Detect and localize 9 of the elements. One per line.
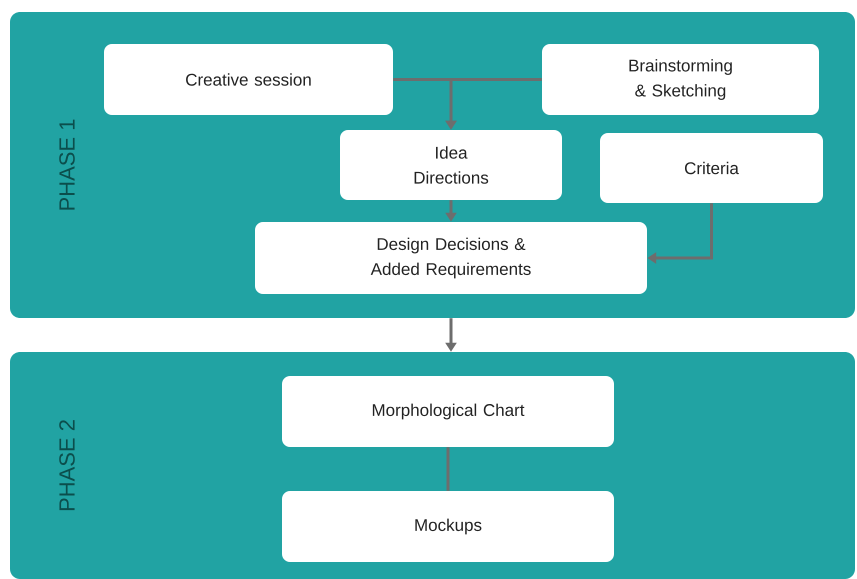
phase-label: PHASE 1 [59,120,75,210]
phase-label: PHASE 2 [59,420,75,510]
process-box: Idea Directions [340,130,562,200]
process-box: Morphological Chart [282,376,614,447]
process-box: Mockups [282,491,614,562]
process-box: Design Decisions & Added Requirements [255,222,647,294]
process-box: Creative session [104,44,393,115]
process-box: Criteria [600,133,823,203]
process-box: Brainstorming & Sketching [542,44,819,115]
